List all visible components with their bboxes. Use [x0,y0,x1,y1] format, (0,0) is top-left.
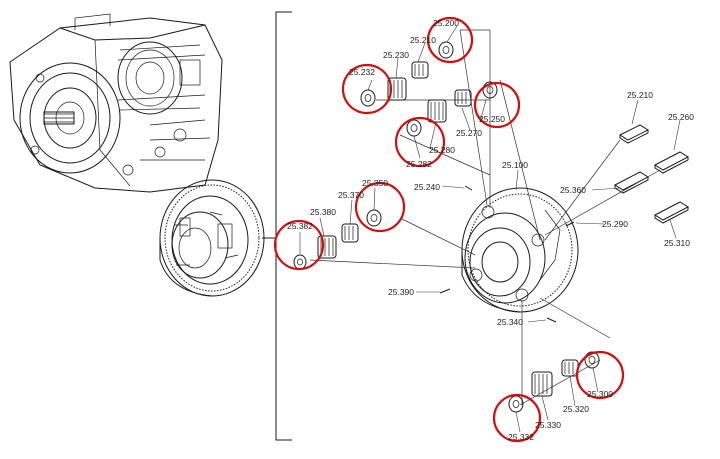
part-label-25100: 25.100 [502,160,528,170]
part-label-25270: 25.270 [456,128,482,138]
part-label-25390: 25.390 [388,287,414,297]
part-label-25232: 25.232 [349,67,375,77]
highlight-circle-25350 [354,181,406,233]
highlight-circle-25250 [473,81,521,129]
part-label-25382: 25.382 [287,221,313,231]
planet-carrier-illustration [461,187,579,313]
pins-illustration [613,124,690,224]
small-parts-illustration [439,185,575,323]
leader-lines [299,25,681,433]
part-label-25210-right: 25.210 [627,90,653,100]
part-label-25320: 25.320 [563,404,589,414]
part-label-25280: 25.280 [429,145,455,155]
part-label-25290: 25.290 [602,219,628,229]
transmission-housing-illustration [9,13,223,193]
part-label-25200: 25.200 [433,18,459,28]
part-label-25380: 25.380 [310,207,336,217]
upper-planet-parts-illustration [360,41,498,137]
highlight-circle-25200 [426,16,474,64]
highlight-circles [273,16,625,443]
part-label-25282: 25.282 [406,159,432,169]
highlight-circle-25332 [492,393,542,443]
part-label-25350: 25.350 [362,178,388,188]
part-label-25260: 25.260 [668,112,694,122]
part-label-25310: 25.310 [664,238,690,248]
part-label-25370: 25.370 [338,190,364,200]
left-planet-parts-illustration [293,209,382,270]
part-label-25230: 25.230 [383,50,409,60]
part-label-25340: 25.340 [497,317,523,327]
ring-gear-assembly-illustration [159,179,265,297]
highlight-circle-25300 [575,350,625,400]
part-label-25300: 25.300 [587,389,613,399]
highlight-circle-25282 [394,116,446,168]
highlight-circle-25232 [341,63,393,115]
lower-planet-parts-illustration [508,351,600,413]
highlight-circle-25382 [273,219,325,271]
part-label-25330: 25.330 [535,420,561,430]
part-label-25360: 25.360 [560,185,586,195]
part-number-labels: 25.200 25.210 25.230 25.232 25.250 25.27… [287,18,694,442]
part-label-25240: 25.240 [414,182,440,192]
part-label-25250: 25.250 [479,114,505,124]
part-label-25332: 25.332 [508,432,534,442]
part-label-25210-top: 25.210 [410,35,436,45]
assembly-bracket [262,11,292,441]
